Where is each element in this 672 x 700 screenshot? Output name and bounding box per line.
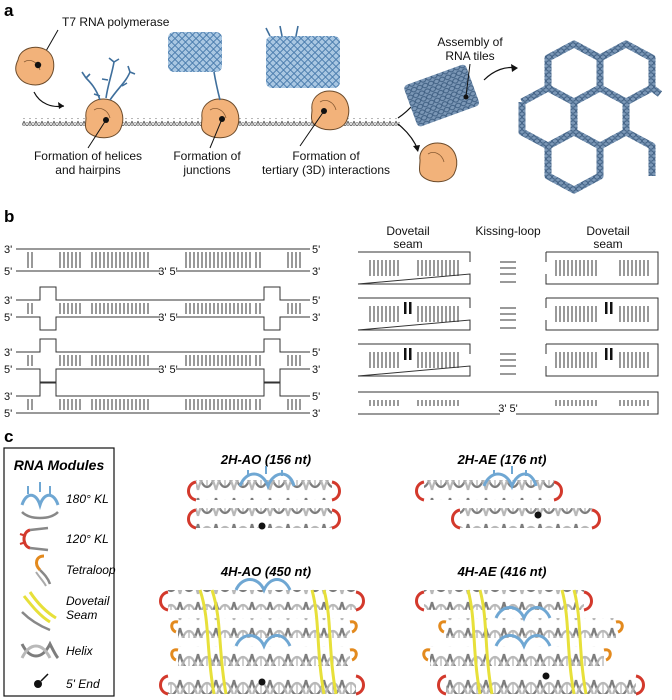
right-tile-strand [545,343,659,377]
row-3-right-end: 5' [312,295,320,307]
structure-4h-ae-icon [415,589,645,696]
arrow-head-icon [413,145,420,152]
row-2-left-end: 5' [4,266,12,278]
junction-rna-icon [168,32,222,72]
legend-title: RNA Modules [14,457,105,473]
row-7-right-end: 5' [312,391,320,403]
assembly-label-line1: Assembly of [437,35,503,49]
row-3-left-end: 3' [4,295,12,307]
polymerase-released-icon [419,142,458,183]
left-base-pairs [27,252,301,410]
hexagonal-rna-lattice-icon [518,40,663,194]
row-4-left-end: 5' [4,312,12,324]
legend-label-5-end: 5' End [66,677,100,691]
left-tile-strand [357,297,471,331]
row-6-right-end: 3' [312,364,320,376]
tetraloop-icon [35,554,52,587]
left-tile-strand [357,343,471,377]
row-1-right-end: 5' [312,244,320,256]
legend-label-dovetail-line1: Dovetail [66,594,110,608]
step2-label-line1: Formation of [173,149,241,163]
polymerase-3-icon [311,90,350,131]
structure-2h-ao-icon [187,466,341,530]
step3-pointer [299,110,325,147]
structure-title-4h-ao: 4H-AO (450 nt) [220,564,311,579]
structure-title-4h-ae: 4H-AE (416 nt) [457,564,547,579]
row-5-left-end: 3' [4,347,12,359]
nick-label-2: 3' 5' [158,312,178,324]
structure-4h-ao-icon [159,578,365,696]
legend-label-dovetail-line2: Seam [66,608,97,622]
structure-title-2h-ae: 2H-AE (176 nt) [457,452,547,467]
panel-b: b 3' 5' 5' 3' 3' 5' 5' 3' 3' [4,207,659,420]
left-end-labels: 3' 5' 5' 3' 3' 5' 5' 3' 3' 5' 5' 3' 3' 5… [4,244,320,420]
panel-a-letter: a [4,1,14,20]
kissing-loop-pairs [369,260,649,406]
single-rna-tile-icon [404,64,480,127]
row-4-right-end: 3' [312,312,320,324]
row-6-left-end: 5' [4,364,12,376]
dovetail-seam-left-label-line1: Dovetail [386,224,429,238]
assembly-dot [463,94,469,100]
kissing-loop-120-icon [19,526,49,552]
dovetail-seam-marks [404,302,613,360]
row-8-right-end: 3' [312,408,320,420]
polymerase-label: T7 RNA polymerase [62,15,170,29]
arrow-to-lattice [483,66,517,81]
row-2-right-end: 3' [312,266,320,278]
panel-c-letter: c [4,427,13,446]
left-strand-diagram [16,248,310,414]
right-nick-label: 3' 5' [498,403,518,415]
nick-label-3: 3' 5' [158,364,178,376]
kissing-loop-180-icon [20,482,60,520]
right-strand-diagram [357,251,659,415]
bottom-strand [358,391,659,415]
step1-label-line1: Formation of helices [34,149,142,163]
row-7-left-end: 3' [4,391,12,403]
right-tile-strand [545,297,659,331]
row-1-left-end: 3' [4,244,12,256]
panel-c: c RNA Modules 180° KL 120° KL Tetraloop … [3,427,645,697]
legend-label-120-kl: 120° KL [66,532,109,546]
legend-label-180-kl: 180° KL [66,492,109,506]
legend-label-tetraloop: Tetraloop [66,563,116,577]
nick-label-1: 3' 5' [158,266,178,278]
structure-2h-ae-icon [415,466,601,530]
polymerase-free-icon [15,46,55,86]
step3-label-line2: tertiary (3D) interactions [262,163,390,177]
arrow-head-icon [511,64,518,72]
panel-b-letter: b [4,207,14,226]
step2-pointer [209,118,223,149]
step1-pointer [87,119,107,149]
tertiary-loops-icon [265,25,299,37]
dovetail-seam-icon [21,591,57,632]
step1-label-line2: and hairpins [55,163,120,177]
step3-label-line1: Formation of [292,149,360,163]
junction-tail-icon [213,71,221,101]
dovetail-seam-right-label-line1: Dovetail [586,224,629,238]
dovetail-seam-left-label-line2: seam [393,237,422,251]
right-tile-strand [545,251,659,285]
kissing-loop-label: Kissing-loop [475,224,541,238]
row-8-left-end: 5' [4,408,12,420]
five-prime-end-icon [34,673,49,688]
legend-label-helix: Helix [66,644,94,658]
arrow-head-icon [58,102,64,109]
panel-a: a T7 RNA polymerase [4,1,663,194]
assembly-label-line2: RNA tiles [445,49,494,63]
structure-title-2h-ao: 2H-AO (156 nt) [220,452,311,467]
dovetail-seam-right-label-line2: seam [593,237,622,251]
tertiary-rna-icon [266,36,340,88]
helix-icon [20,640,60,660]
assembly-pointer [465,63,471,97]
step2-label-line2: junctions [182,163,230,177]
hairpins-rna-icon [81,57,136,101]
row-5-right-end: 5' [312,347,320,359]
left-tile-strand [357,251,471,285]
